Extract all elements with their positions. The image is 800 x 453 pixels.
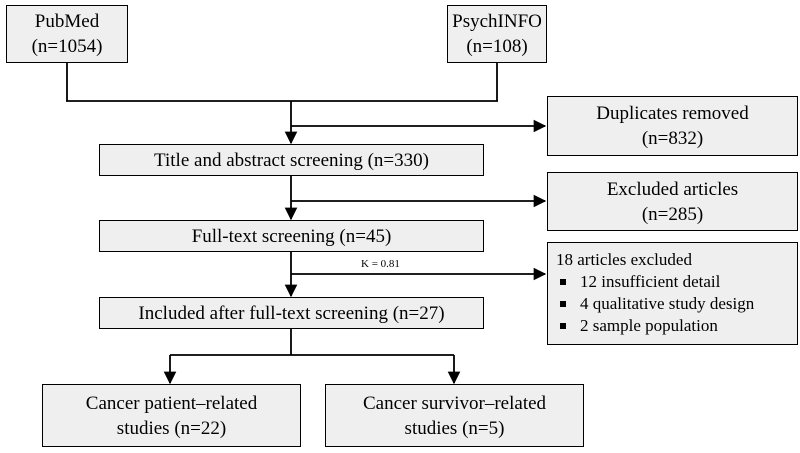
pubmed-box: PubMed (n=1054) (6, 5, 128, 63)
square-bullet-icon (560, 323, 566, 329)
pubmed-name: PubMed (34, 11, 100, 32)
excluded-label: Excluded articles (606, 178, 739, 200)
survivor-studies-line2: studies (n=5) (404, 417, 505, 439)
list-item: 4 qualitative study design (556, 293, 797, 315)
exclusion-reason: 12 insufficient detail (580, 272, 721, 291)
duplicates-box: Duplicates removed (n=832) (547, 96, 798, 156)
excluded-box: Excluded articles (n=285) (547, 172, 798, 231)
exclusion-reasons-list: 12 insufficient detail 4 qualitative stu… (556, 271, 797, 337)
fulltext-excluded-box: 18 articles excluded 12 insufficient det… (547, 242, 798, 345)
duplicates-count: (n=832) (641, 128, 704, 149)
duplicates-label: Duplicates removed (596, 103, 749, 124)
title-abstract-label: Title and abstract screening (n=330) (154, 149, 429, 171)
psychinfo-box: PsychINFO (n=108) (447, 5, 547, 63)
patient-studies-line1: Cancer patient–related (85, 392, 258, 414)
psychinfo-count: (n=108) (466, 36, 528, 57)
square-bullet-icon (560, 301, 566, 307)
survivor-studies-line1: Cancer survivor–related (362, 392, 547, 414)
fulltext-excluded-heading: 18 articles excluded (556, 250, 692, 269)
fulltext-label: Full-text screening (n=45) (191, 225, 392, 247)
list-item: 12 insufficient detail (556, 271, 797, 293)
exclusion-reason: 2 sample population (580, 316, 718, 335)
patient-studies-box: Cancer patient–related studies (n=22) (42, 384, 301, 447)
title-abstract-box: Title and abstract screening (n=330) (99, 144, 484, 176)
kappa-label: K = 0.81 (361, 258, 400, 270)
psychinfo-name: PsychINFO (452, 11, 542, 32)
excluded-count: (n=285) (641, 203, 704, 225)
survivor-studies-box: Cancer survivor–related studies (n=5) (325, 384, 584, 447)
included-box: Included after full-text screening (n=27… (99, 297, 484, 329)
patient-studies-line2: studies (n=22) (116, 417, 227, 439)
square-bullet-icon (560, 279, 566, 285)
list-item: 2 sample population (556, 315, 797, 337)
fulltext-box: Full-text screening (n=45) (99, 220, 484, 252)
included-label: Included after full-text screening (n=27… (138, 302, 445, 324)
pubmed-count: (n=1054) (31, 36, 103, 57)
exclusion-reason: 4 qualitative study design (580, 294, 755, 313)
